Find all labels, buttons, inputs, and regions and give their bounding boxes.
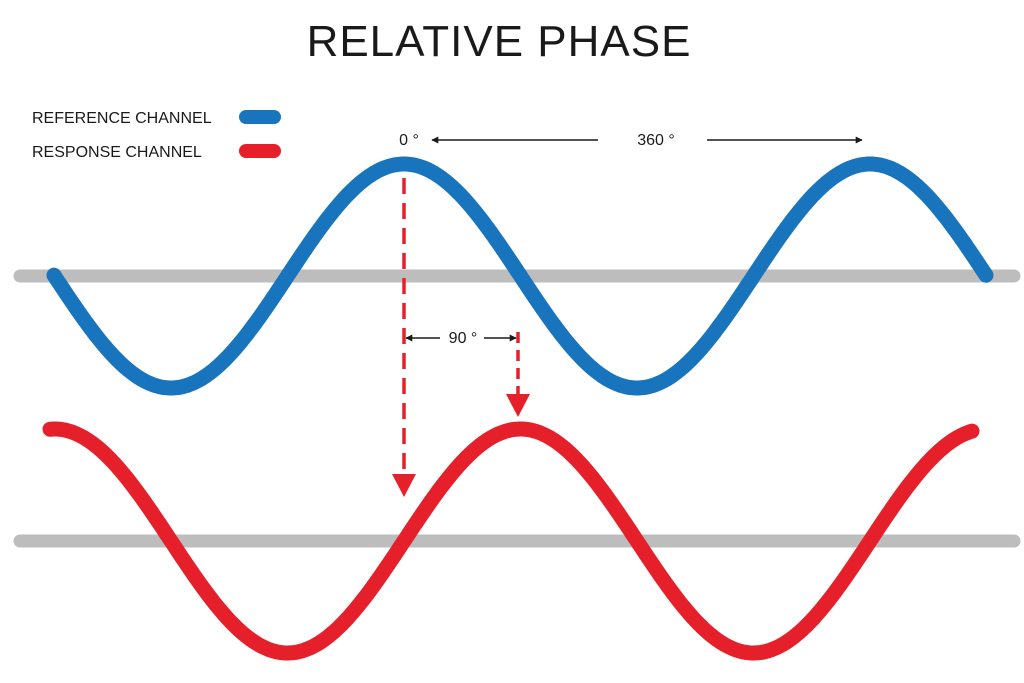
phase-zero-arrowhead	[392, 474, 416, 497]
label-period-degree: 360 °	[637, 132, 675, 149]
phase-shift-arrowhead	[506, 394, 530, 417]
reference-wave	[46, 156, 994, 396]
label-shift-degree: 90 °	[449, 330, 478, 347]
label-start-degree: 0 °	[399, 132, 419, 149]
legend-label-response: RESPONSE CHANNEL	[32, 144, 202, 161]
legend: REFERENCE CHANNEL RESPONSE CHANNEL	[32, 110, 281, 161]
response-wave	[42, 421, 980, 661]
legend-label-reference: REFERENCE CHANNEL	[32, 110, 212, 127]
page-title: RELATIVE PHASE	[307, 17, 692, 66]
